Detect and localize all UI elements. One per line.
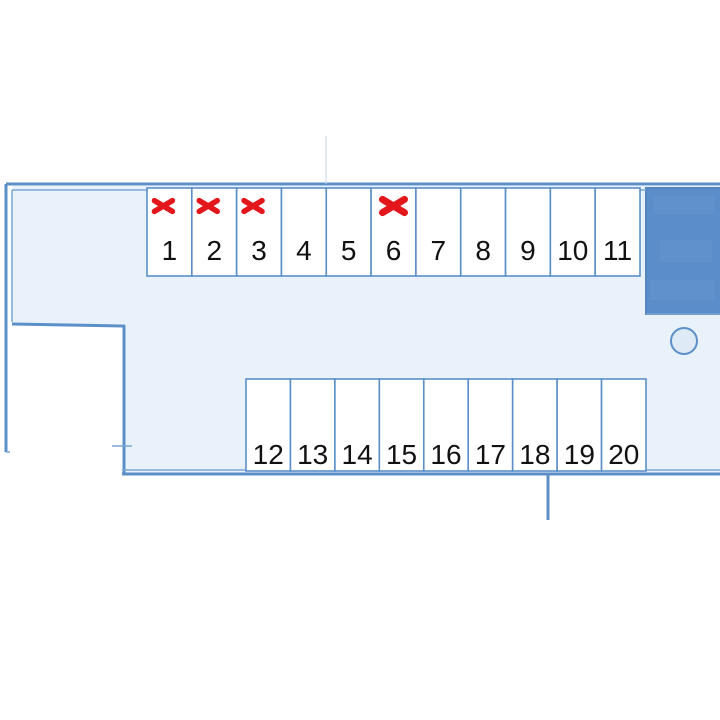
parking-stall-20[interactable]: 20 <box>600 378 647 472</box>
parking-stall-16[interactable]: 16 <box>422 378 470 472</box>
parking-stall-3[interactable]: 3 <box>235 187 283 277</box>
parking-stall-18[interactable]: 18 <box>511 378 558 472</box>
stall-number: 18 <box>519 439 550 470</box>
stall-number: 10 <box>557 235 588 266</box>
parking-stall-2[interactable]: 2 <box>191 187 238 277</box>
parking-stall-7[interactable]: 7 <box>415 187 462 277</box>
parking-stall-12[interactable]: 12 <box>245 378 292 472</box>
stall-number: 16 <box>430 439 461 470</box>
stall-number: 13 <box>297 439 328 470</box>
stall-number: 20 <box>608 439 639 470</box>
parking-stall-1[interactable]: 1 <box>146 187 193 277</box>
occupied-x-icon <box>241 197 265 215</box>
parking-stall-15[interactable]: 15 <box>378 378 425 472</box>
stall-number: 19 <box>564 439 595 470</box>
stall-number: 1 <box>162 235 178 266</box>
parking-stall-14[interactable]: 14 <box>334 378 381 472</box>
stall-number: 6 <box>386 235 402 266</box>
parking-stall-10[interactable]: 10 <box>549 187 596 277</box>
stall-number: 2 <box>206 235 222 266</box>
parking-stall-9[interactable]: 9 <box>504 187 552 277</box>
parking-stall-5[interactable]: 5 <box>325 187 372 277</box>
parking-stall-8[interactable]: 8 <box>459 187 507 277</box>
stall-number: 12 <box>253 439 284 470</box>
stall-number: 9 <box>520 235 536 266</box>
occupied-x-icon <box>196 197 220 215</box>
occupied-x-icon <box>379 195 408 217</box>
stall-number: 5 <box>341 235 357 266</box>
bottom-stall-row: 12 13 14 15 16 17 18 19 20 <box>245 378 647 472</box>
stall-number: 7 <box>431 235 447 266</box>
stall-number: 17 <box>475 439 506 470</box>
occupied-x-icon <box>151 197 176 215</box>
parking-stall-4[interactable]: 4 <box>280 187 328 277</box>
stall-number: 15 <box>386 439 417 470</box>
parking-stall-6[interactable]: 6 <box>370 187 417 277</box>
equipment-area <box>645 187 720 315</box>
stall-number: 11 <box>603 235 632 266</box>
stall-number: 14 <box>342 439 373 470</box>
parking-stall-19[interactable]: 19 <box>556 378 603 472</box>
stall-number: 3 <box>251 235 267 266</box>
stall-number: 4 <box>296 235 312 266</box>
round-pillar <box>670 327 698 355</box>
parking-stall-13[interactable]: 13 <box>289 378 336 472</box>
parking-stall-17[interactable]: 17 <box>467 378 514 472</box>
parking-stall-11[interactable]: 11 <box>594 187 641 277</box>
stall-number: 8 <box>475 235 491 266</box>
